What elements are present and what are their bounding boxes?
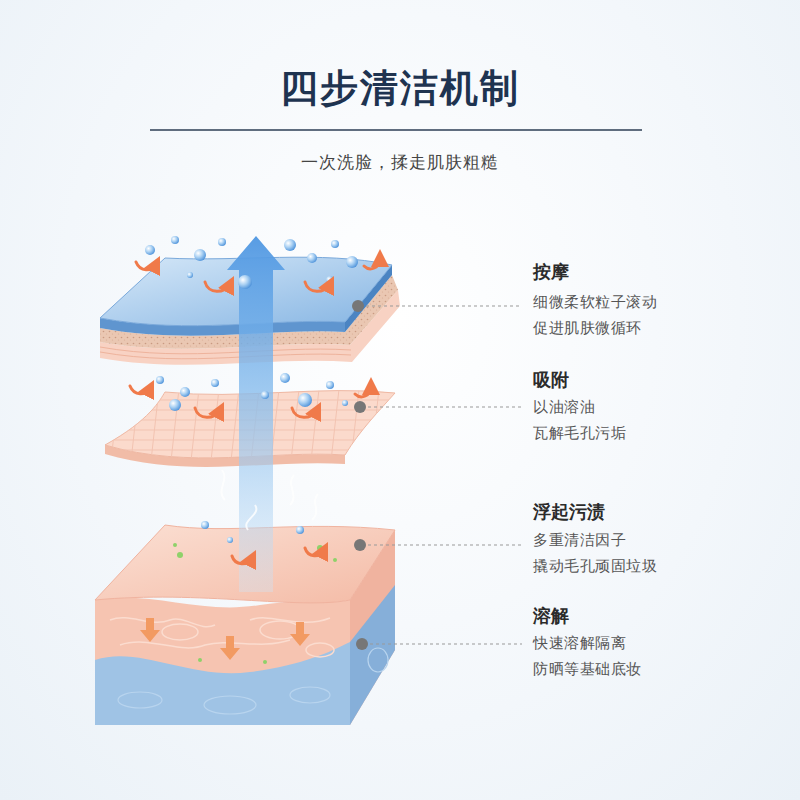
step-text-slot: 多重清洁因子 撬动毛孔顽固垃圾 xyxy=(533,527,665,579)
bubble xyxy=(261,391,269,399)
down-arrow xyxy=(220,636,240,660)
step-heading-slot: 按摩 xyxy=(533,261,569,283)
skin-stripes xyxy=(100,347,351,359)
step-heading: 浮起污渍 xyxy=(533,501,605,523)
caption-slot: 一次洗脸，揉走肌肤粗糙 xyxy=(0,151,800,173)
rolling-arrows xyxy=(130,258,380,564)
leader-dot xyxy=(356,638,368,650)
step-heading-slot: 吸附 xyxy=(533,369,569,391)
bubble xyxy=(187,272,193,278)
down-arrow xyxy=(290,622,310,646)
leaders xyxy=(352,300,522,650)
roll-arrow xyxy=(364,258,380,269)
swirl xyxy=(246,505,256,530)
bubble xyxy=(346,256,358,268)
base-cell xyxy=(118,692,162,708)
bubble xyxy=(194,249,206,261)
leader-line xyxy=(366,306,522,307)
roll-arrow xyxy=(136,262,156,270)
dot xyxy=(317,545,323,551)
cell xyxy=(306,643,334,657)
block-side-base xyxy=(350,585,395,725)
roll-arrow xyxy=(195,408,220,417)
base-cell xyxy=(290,687,330,703)
leader-line xyxy=(368,407,522,408)
step-heading-slot: 浮起污渍 xyxy=(533,501,605,523)
block-front xyxy=(95,598,350,725)
bubble xyxy=(218,238,226,246)
bubble xyxy=(342,400,348,406)
roll-arrow xyxy=(130,386,150,394)
down-arrow xyxy=(140,618,160,642)
bubble xyxy=(211,379,219,387)
bubble xyxy=(180,387,190,397)
rising-arrow xyxy=(227,236,285,592)
bubble xyxy=(156,376,164,384)
cell-line xyxy=(120,640,290,648)
bubble xyxy=(145,245,155,255)
title-slot: 四步清洁机制 xyxy=(0,66,800,110)
step-text-slot: 快速溶解隔离 防晒等基础底妆 xyxy=(533,630,665,682)
bubble xyxy=(326,381,334,389)
cell xyxy=(162,624,198,640)
step-text: 以油溶油 瓦解毛孔污垢 xyxy=(533,394,665,446)
leader-line xyxy=(368,545,522,546)
step-heading-slot: 溶解 xyxy=(533,605,569,627)
stripe xyxy=(100,352,351,359)
base-cell xyxy=(368,648,388,672)
bubble xyxy=(169,399,181,411)
roll-arrow xyxy=(205,282,230,291)
base-cell xyxy=(204,696,256,714)
step-text-slot: 细微柔软粒子滚动 促进肌肤微循环 xyxy=(533,289,665,341)
title-rule xyxy=(150,129,642,131)
leader-dot xyxy=(354,539,366,551)
step-text-slot: 以油溶油 瓦解毛孔污垢 xyxy=(533,394,665,446)
dot xyxy=(198,658,202,662)
down-arrows xyxy=(140,618,310,660)
step-text: 快速溶解隔离 防晒等基础底妆 xyxy=(533,630,665,682)
swirl xyxy=(312,494,318,520)
leader-dot xyxy=(352,300,364,312)
bubble xyxy=(238,275,252,289)
roll-arrow xyxy=(292,408,317,417)
step-heading: 按摩 xyxy=(533,261,569,283)
bubble xyxy=(307,253,317,263)
step-text: 细微柔软粒子滚动 促进肌肤微循环 xyxy=(533,289,665,341)
roll-arrow xyxy=(232,556,252,564)
bubble xyxy=(296,526,304,534)
step-heading: 吸附 xyxy=(533,369,569,391)
bubbles xyxy=(145,236,358,543)
dot xyxy=(333,558,337,562)
bubble xyxy=(284,239,296,251)
bubble xyxy=(298,393,312,407)
roll-arrow xyxy=(305,548,324,556)
caption: 一次洗脸，揉走肌肤粗糙 xyxy=(0,151,800,173)
base-texture xyxy=(118,648,388,714)
roll-arrow xyxy=(305,282,330,291)
roll-arrow xyxy=(355,386,371,397)
bubble xyxy=(331,240,339,248)
step-text: 多重清洁因子 撬动毛孔顽固垃圾 xyxy=(533,527,665,579)
bubble xyxy=(227,537,233,543)
cell-line xyxy=(110,618,215,627)
stripe xyxy=(100,347,351,354)
title: 四步清洁机制 xyxy=(0,66,800,110)
bubble xyxy=(171,236,179,244)
block-base xyxy=(95,642,350,725)
bubble xyxy=(201,521,209,529)
leader-line xyxy=(370,644,522,645)
swirls xyxy=(221,470,318,530)
dot xyxy=(263,660,267,664)
swirl xyxy=(290,475,294,505)
swirl xyxy=(221,470,225,500)
step-heading: 溶解 xyxy=(533,605,569,627)
leader-dot xyxy=(354,401,366,413)
cell-texture xyxy=(110,618,334,657)
dot xyxy=(177,552,183,558)
dot xyxy=(173,543,177,547)
bubble xyxy=(280,373,290,383)
